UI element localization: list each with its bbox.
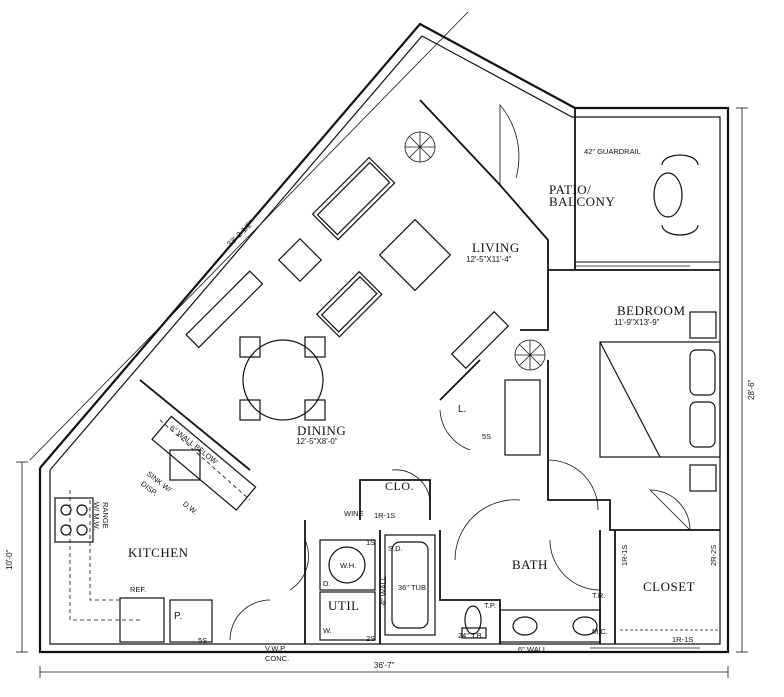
room-label-kitchen: KITCHEN xyxy=(128,545,189,560)
room-label-living: LIVING xyxy=(472,240,520,255)
range-note-1: RANGE xyxy=(101,502,110,529)
closet-left-shelf-note: 1R-1S xyxy=(620,544,629,566)
dining-table xyxy=(239,336,326,421)
room-label-patio: PATIO/ xyxy=(549,182,592,197)
kitchen-island xyxy=(151,415,257,511)
exterior-walls xyxy=(38,22,730,654)
water-heater-note: W.H. xyxy=(340,561,357,570)
room-label-closet-small: CLO. xyxy=(385,479,414,493)
room-label-dining: DINING xyxy=(297,423,347,438)
closet-bottom-shelf-note: 1R-1S xyxy=(672,635,694,644)
guardrail-note: 42" GUARDRAIL xyxy=(584,147,641,156)
medicine-cabinet-note: M.C. xyxy=(592,627,608,636)
linen-shelf-note: 5S xyxy=(482,432,492,441)
dimension-right: 28'-6" xyxy=(747,379,756,400)
room-label-closet: CLOSET xyxy=(643,579,696,594)
tub-note: 36" TUB xyxy=(398,583,426,592)
towel-ring-note: T.R. xyxy=(592,591,606,600)
wine-note: WINE xyxy=(344,509,364,518)
door-swings xyxy=(229,409,691,641)
utility-appliances xyxy=(319,539,376,641)
toilet-paper-note: T.P. xyxy=(484,601,496,610)
nightstand xyxy=(689,464,717,492)
living-furniture xyxy=(185,156,510,370)
vwp-note-2: CONC. xyxy=(265,654,290,663)
patio-furniture xyxy=(653,154,699,236)
towel-bar-note: 24" T.B. xyxy=(458,631,484,640)
dimension-bottom: 36'-7" xyxy=(374,661,395,670)
util-shelf-2-note: 2S xyxy=(366,634,376,643)
windows xyxy=(575,265,700,649)
plant xyxy=(404,131,546,371)
dimension-left: 10'-0" xyxy=(5,549,14,570)
clo-shelf-note: 1R-1S xyxy=(374,511,396,520)
living-dimensions: 12'-5"X11'-4" xyxy=(466,255,512,264)
dining-dimensions: 12'-5"X8'-0" xyxy=(296,437,338,446)
patio-walls xyxy=(419,99,720,271)
vwp-note-1: V.W.P. xyxy=(265,644,287,653)
closet-right-shelf-note: 2R-2S xyxy=(709,544,718,566)
smoke-detector-note: S.D. xyxy=(388,544,403,553)
wall6-note: 6" WALL xyxy=(379,575,388,605)
range xyxy=(54,497,94,543)
bathtub xyxy=(384,534,436,636)
room-label-util: UTIL xyxy=(328,598,360,613)
refrigerator-note: REF. xyxy=(130,585,147,594)
refrigerator xyxy=(119,597,165,643)
nightstand xyxy=(689,311,717,339)
pantry-shelf-note: 5S xyxy=(198,636,208,645)
room-label-bedroom: BEDROOM xyxy=(617,303,686,318)
dresser xyxy=(504,379,541,456)
bedroom-dimensions: 11'-9"X13'-9" xyxy=(614,318,660,327)
bath-wall-note: 6" WALL xyxy=(518,645,548,654)
room-label-balcony: BALCONY xyxy=(549,194,616,209)
util-shelf-1-note: 1S xyxy=(366,538,376,547)
range-note-2: W/ M.W. xyxy=(92,502,101,531)
dimension-lines xyxy=(16,11,748,678)
bath-fixtures xyxy=(461,605,601,643)
linen-note: L. xyxy=(458,404,467,415)
pantry-note: P. xyxy=(174,611,183,622)
washer-note: W. xyxy=(323,626,332,635)
pantry xyxy=(169,599,213,643)
bed xyxy=(599,341,721,458)
dryer-note: D. xyxy=(323,579,331,588)
room-label-bath: BATH xyxy=(512,557,548,572)
